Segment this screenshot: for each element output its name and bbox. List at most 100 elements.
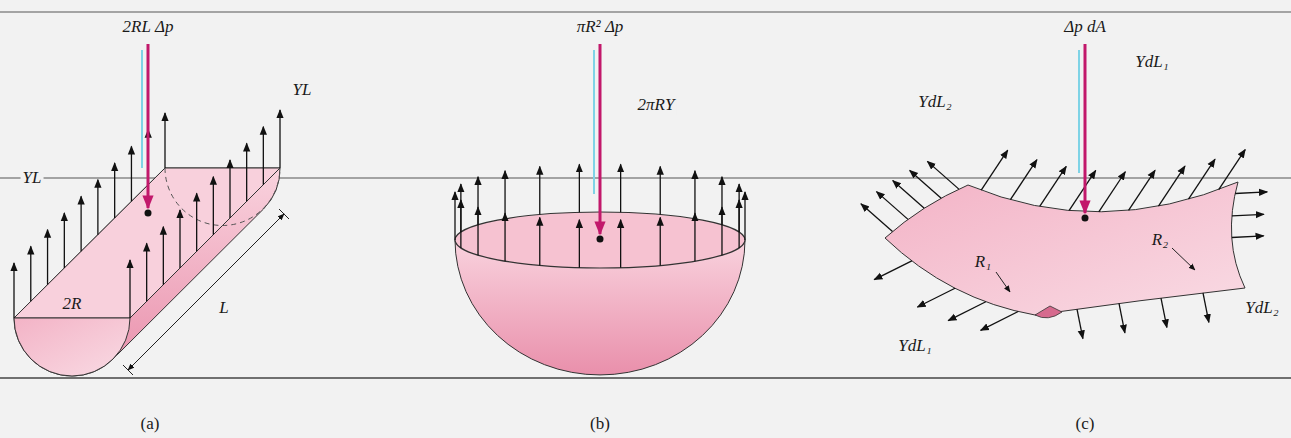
tension-arrow bbox=[738, 184, 739, 232]
tension-arrow bbox=[1069, 170, 1096, 210]
tension-arrow bbox=[1161, 298, 1167, 327]
pressure-force-arrow bbox=[1084, 44, 1087, 213]
tension-arrow bbox=[660, 217, 661, 265]
radius-indicator bbox=[996, 272, 1010, 292]
tension-arrow bbox=[981, 150, 1008, 190]
force-label: ΥL bbox=[291, 80, 314, 100]
dimension-label: L bbox=[217, 298, 230, 318]
tension-arrow bbox=[1119, 303, 1125, 332]
tension-arrow bbox=[981, 312, 1019, 331]
panel-label: (c) bbox=[1074, 414, 1097, 434]
tension-arrow bbox=[620, 164, 621, 212]
tension-arrow bbox=[927, 161, 959, 189]
tension-arrow bbox=[917, 288, 955, 307]
panel-label: (a) bbox=[139, 414, 162, 434]
tension-arrow bbox=[874, 261, 912, 280]
tension-arrow bbox=[114, 163, 115, 218]
tension-arrow bbox=[460, 184, 461, 232]
pressure-force-arrow bbox=[599, 44, 602, 234]
tension-arrow bbox=[64, 213, 65, 268]
tension-arrow bbox=[1158, 166, 1185, 206]
tension-arrow bbox=[876, 192, 908, 220]
application-point bbox=[597, 236, 604, 243]
tension-arrow bbox=[1232, 236, 1264, 238]
tension-arrow bbox=[279, 110, 280, 168]
force-label: ΥdL₂ bbox=[916, 92, 953, 112]
tension-arrow bbox=[579, 220, 580, 268]
tension-arrow bbox=[246, 143, 247, 201]
tension-arrow bbox=[1077, 309, 1083, 338]
tension-arrow bbox=[694, 213, 695, 261]
dimension-tick bbox=[123, 365, 133, 375]
tension-arrow bbox=[1235, 192, 1267, 194]
radius-indicator bbox=[1172, 248, 1195, 270]
tension-arrow bbox=[196, 193, 197, 251]
force-shadow bbox=[141, 50, 143, 168]
curved-surface-element bbox=[885, 182, 1245, 315]
pressure-force-arrow bbox=[147, 44, 150, 208]
tension-arrow bbox=[744, 192, 745, 240]
tension-arrow bbox=[504, 171, 505, 219]
tension-arrow bbox=[694, 171, 695, 219]
force-label: ΥL bbox=[21, 168, 44, 188]
tension-arrow bbox=[13, 263, 14, 318]
tension-arrow bbox=[263, 127, 264, 185]
tension-arrows bbox=[861, 150, 1267, 339]
tension-arrow bbox=[146, 243, 147, 301]
pressure-arrows bbox=[142, 44, 1089, 243]
tension-arrow bbox=[131, 146, 132, 201]
force-label: 2RL Δp bbox=[121, 17, 176, 37]
tension-arrow bbox=[861, 204, 893, 232]
force-label: Δp dA bbox=[1062, 17, 1108, 37]
panel-label: (b) bbox=[588, 414, 612, 434]
dimension-tick bbox=[279, 209, 289, 219]
tension-arrow bbox=[80, 196, 81, 251]
radius-label: R₂ bbox=[1150, 230, 1170, 250]
tension-arrow bbox=[229, 160, 230, 218]
application-point bbox=[1082, 215, 1089, 222]
tension-arrow bbox=[164, 113, 165, 168]
dimension-line bbox=[128, 214, 284, 370]
tension-arrow bbox=[1010, 160, 1037, 200]
guide-line bbox=[0, 377, 1291, 379]
tension-arrow bbox=[910, 170, 942, 198]
tension-arrow bbox=[721, 177, 722, 225]
tension-arrow bbox=[1129, 170, 1156, 210]
force-label: πR² Δp bbox=[575, 17, 626, 37]
dimension-label: 2R bbox=[61, 294, 84, 314]
tension-arrow bbox=[504, 213, 505, 261]
half-cylinder-front-face bbox=[14, 318, 130, 376]
force-label: 2πRΥ bbox=[636, 95, 677, 115]
tension-arrow bbox=[163, 227, 164, 285]
tension-arrow bbox=[454, 192, 455, 240]
force-label: ΥdL₁ bbox=[896, 336, 933, 356]
tension-arrow bbox=[579, 164, 580, 212]
tension-arrow bbox=[539, 167, 540, 215]
tension-arrow bbox=[1219, 150, 1246, 190]
tension-arrow bbox=[47, 230, 48, 285]
surface-underside bbox=[1035, 306, 1062, 318]
tension-arrow bbox=[179, 210, 180, 268]
tension-arrow bbox=[620, 220, 621, 268]
tension-arrow bbox=[1040, 166, 1067, 206]
force-shadow bbox=[1078, 50, 1080, 173]
tension-arrow bbox=[1189, 159, 1216, 199]
tension-arrow bbox=[477, 177, 478, 225]
force-label: ΥdL₂ bbox=[1243, 298, 1280, 318]
tension-arrow bbox=[129, 260, 130, 318]
tension-arrow bbox=[1203, 293, 1209, 322]
force-label: ΥdL₁ bbox=[1133, 52, 1170, 72]
application-point bbox=[145, 210, 152, 217]
tension-arrow bbox=[30, 246, 31, 301]
tension-arrow bbox=[213, 177, 214, 235]
tension-arrow bbox=[893, 181, 925, 209]
radius-label: R₁ bbox=[973, 252, 993, 272]
tension-arrow bbox=[539, 217, 540, 265]
tension-arrow bbox=[97, 180, 98, 235]
guide-line bbox=[0, 11, 1291, 13]
tension-arrow bbox=[660, 167, 661, 215]
tension-arrow bbox=[1099, 172, 1126, 212]
tension-arrow bbox=[1232, 214, 1264, 216]
